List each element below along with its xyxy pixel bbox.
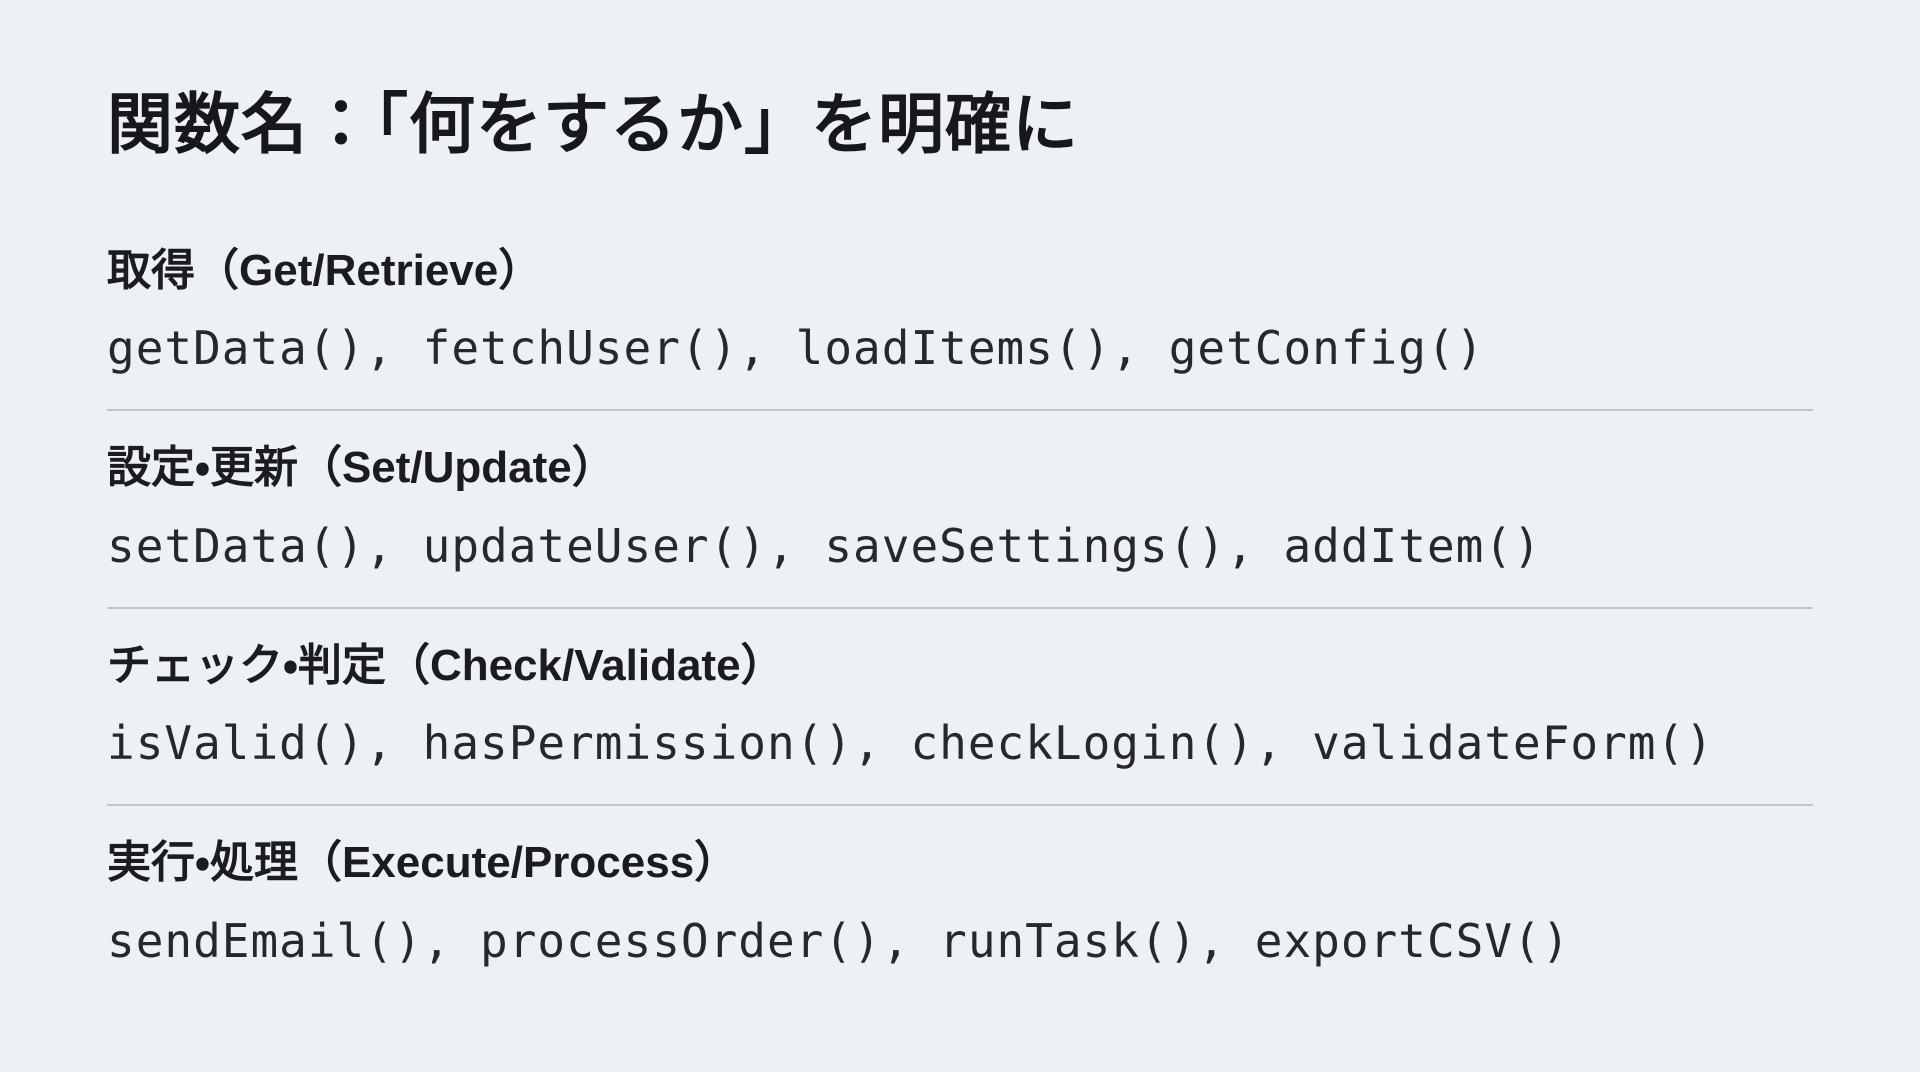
section-divider xyxy=(107,606,1813,609)
section-heading-get-retrieve: 取得（Get/Retrieve） xyxy=(107,245,543,295)
section-divider xyxy=(107,409,1813,412)
section-get-retrieve: 取得（Get/Retrieve） getData(), fetchUser(),… xyxy=(107,246,1813,375)
section-set-update: 設定・更新（Set/Update） setData(), updateUser(… xyxy=(107,443,1813,572)
section-check-validate: チェック・判定（Check/Validate） isValid(), hasPe… xyxy=(107,641,1813,770)
section-code-check-validate: isValid(), hasPermission(), checkLogin()… xyxy=(107,716,1714,771)
section-code-get-retrieve: getData(), fetchUser(), loadItems(), get… xyxy=(107,321,1485,376)
section-heading-set-update: 設定・更新（Set/Update） xyxy=(107,443,616,493)
section-heading-check-validate: チェック・判定（Check/Validate） xyxy=(107,640,785,690)
section-divider xyxy=(107,804,1813,807)
section-execute-process: 実行・処理（Execute/Process） sendEmail(), proc… xyxy=(107,838,1813,967)
section-code-execute-process: sendEmail(), processOrder(), runTask(), … xyxy=(107,913,1571,968)
section-code-set-update: setData(), updateUser(), saveSettings(),… xyxy=(107,518,1542,573)
slide-title: 関数名：「何をするか」を明確に xyxy=(107,87,1079,161)
section-heading-execute-process: 実行・処理（Execute/Process） xyxy=(107,838,739,888)
